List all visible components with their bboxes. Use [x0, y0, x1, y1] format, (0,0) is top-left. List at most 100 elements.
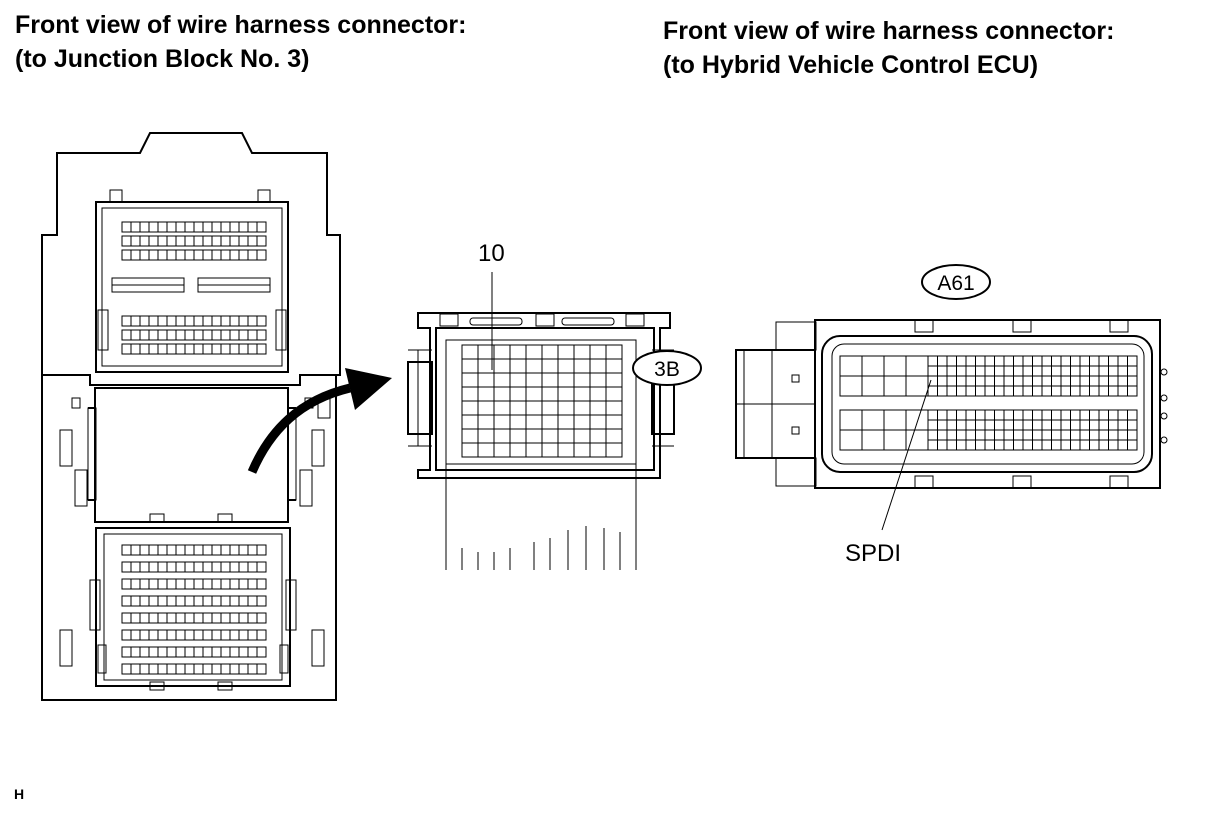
terminal-cavity [1117, 419, 1128, 431]
terminal-cavity [927, 355, 938, 367]
terminal-cavity [202, 544, 213, 556]
terminal-cavity [1127, 365, 1138, 377]
terminal-cavity [946, 419, 957, 431]
terminal-cavity [461, 372, 479, 388]
terminal-cavity [1070, 419, 1081, 431]
terminal-cavity [193, 249, 204, 261]
terminal-cavity [1060, 409, 1071, 421]
terminal-cavity [493, 400, 511, 416]
terminal-cavity [946, 439, 957, 451]
terminal-cavity [1070, 375, 1081, 387]
terminal-cavity [202, 561, 213, 573]
terminal-cavity [1070, 429, 1081, 441]
terminal-cavity [148, 663, 159, 675]
terminal-cavity [984, 355, 995, 367]
terminal-cavity [139, 646, 150, 658]
terminal-cavity [121, 629, 132, 641]
terminal-cavity [525, 344, 543, 360]
terminal-cavity [193, 595, 204, 607]
terminal-cavity [839, 375, 863, 397]
terminal-cavity [166, 629, 177, 641]
terminal-cavity [184, 646, 195, 658]
connector-3b-oval [632, 350, 702, 386]
terminal-cavity [247, 544, 258, 556]
terminal-cavity [994, 419, 1005, 431]
terminal-cavity [166, 578, 177, 590]
terminal-cavity [965, 375, 976, 387]
terminal-cavity [1108, 419, 1119, 431]
terminal-cavity [605, 428, 623, 444]
terminal-cavity [157, 612, 168, 624]
terminal-cavity [994, 429, 1005, 441]
terminal-cavity [220, 343, 231, 355]
terminal-cavity [605, 372, 623, 388]
terminal-cavity [238, 221, 249, 233]
terminal-cavity [861, 409, 885, 431]
terminal-cavity [166, 329, 177, 341]
terminal-cavity [541, 386, 559, 402]
terminal-cavity [937, 365, 948, 377]
terminal-cavity [605, 358, 623, 374]
terminal-cavity [238, 595, 249, 607]
footer-mark: H [14, 786, 25, 802]
terminal-cavity [1089, 375, 1100, 387]
terminal-cavity [148, 544, 159, 556]
arrow-head [345, 368, 392, 410]
connector-a61-oval [921, 264, 991, 300]
terminal-cavity [905, 375, 929, 397]
terminal-cavity [937, 355, 948, 367]
terminal-cavity [905, 355, 929, 377]
terminal-cavity [157, 221, 168, 233]
terminal-cavity [157, 561, 168, 573]
terminal-cavity [148, 578, 159, 590]
terminal-cavity [477, 428, 495, 444]
terminal-cavity [927, 365, 938, 377]
terminal-cavity [121, 663, 132, 675]
terminal-cavity [1022, 375, 1033, 387]
terminal-cavity [184, 315, 195, 327]
terminal-cavity [166, 561, 177, 573]
terminal-cavity [605, 344, 623, 360]
terminal-cavity [121, 249, 132, 261]
terminal-cavity [984, 409, 995, 421]
terminal-cavity [525, 414, 543, 430]
terminal-cavity [121, 544, 132, 556]
terminal-cavity [220, 329, 231, 341]
terminal-cavity [166, 249, 177, 261]
terminal-cavity [256, 221, 267, 233]
terminal-cavity [148, 561, 159, 573]
terminal-cavity [175, 329, 186, 341]
terminal-cavity [839, 409, 863, 431]
terminal-cavity [1041, 439, 1052, 451]
terminal-cavity [557, 442, 575, 458]
terminal-cavity [1003, 439, 1014, 451]
terminal-cavity [1013, 355, 1024, 367]
terminal-cavity [121, 646, 132, 658]
terminal-cavity [175, 235, 186, 247]
terminal-cavity [148, 646, 159, 658]
terminal-cavity [557, 400, 575, 416]
terminal-cavity [1127, 385, 1138, 397]
terminal-cavity [166, 595, 177, 607]
terminal-cavity [557, 428, 575, 444]
terminal-cavity [229, 595, 240, 607]
terminal-cavity [139, 561, 150, 573]
terminal-cavity [1089, 365, 1100, 377]
terminal-cavity [130, 221, 141, 233]
terminal-cavity [220, 315, 231, 327]
terminal-cavity [211, 343, 222, 355]
terminal-cavity [1051, 385, 1062, 397]
terminal-cavity [121, 561, 132, 573]
terminal-cavity [557, 386, 575, 402]
terminal-cavity [589, 358, 607, 374]
terminal-cavity [1127, 429, 1138, 441]
terminal-cavity [211, 595, 222, 607]
terminal-cavity [193, 612, 204, 624]
terminal-cavity [975, 429, 986, 441]
terminal-cavity [994, 355, 1005, 367]
terminal-cavity [525, 372, 543, 388]
terminal-cavity [139, 249, 150, 261]
terminal-cavity [541, 442, 559, 458]
terminal-cavity [589, 400, 607, 416]
terminal-cavity [1022, 419, 1033, 431]
